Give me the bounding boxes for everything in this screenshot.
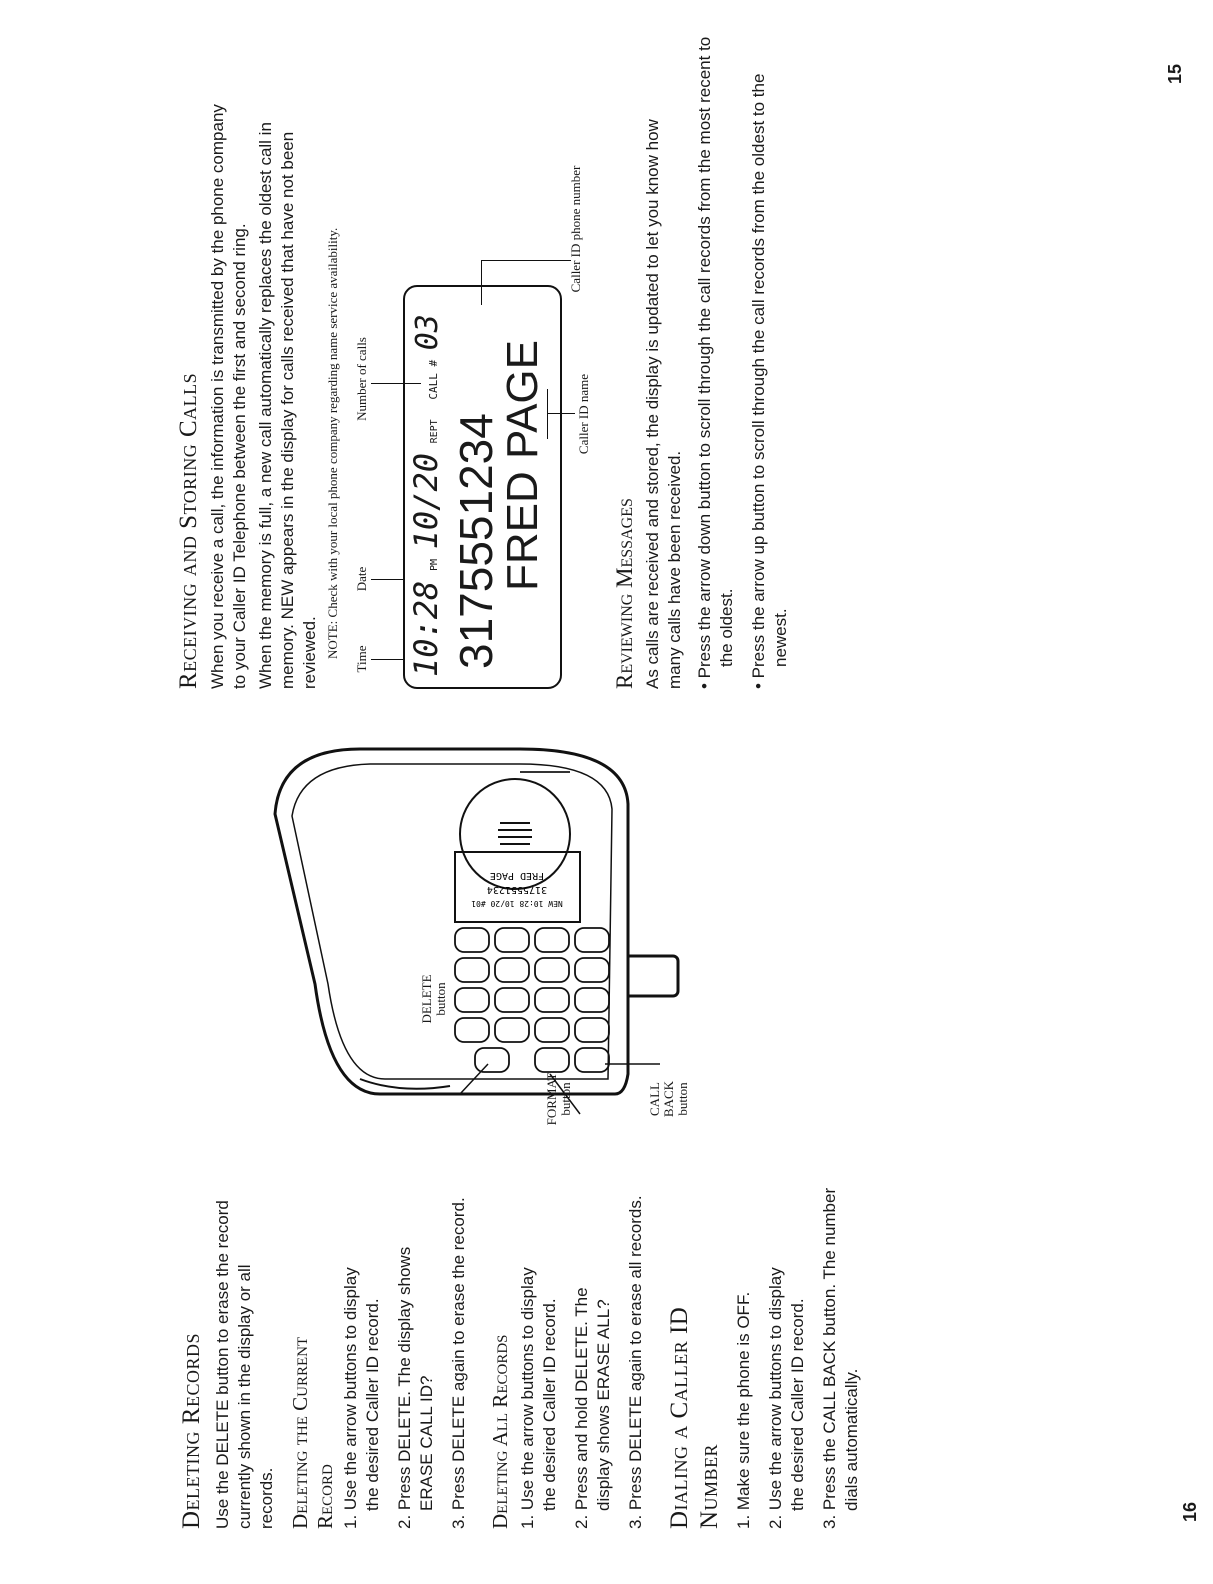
dial-step-1: 1. Make sure the phone is OFF. [734,1291,753,1529]
deleting-records-title: Deleting Records [178,1333,205,1529]
reviewing-title: Reviewing Messages [612,498,637,689]
call-back-key [574,1047,610,1073]
mini-display [454,851,581,923]
left-page-number: 16 [1180,1501,1200,1522]
lcd-time: 10:28 [407,580,445,677]
dial-step-3: 3. Press the CALL BACK button. The numbe… [820,1187,861,1529]
right-column: Receiving and Storing Calls When you rec… [175,69,341,689]
keypad [454,927,610,1073]
current-record-heading: Deleting the Current Record [288,1336,337,1529]
fold-mark [520,771,570,773]
lcd-count: 03 [410,314,445,351]
lcd-name: FRED PAGE [498,339,547,591]
current-step-2: 2. Press DELETE. The display shows ERASE… [395,1246,436,1529]
delete-key [474,1047,510,1073]
lcd-number: 3175551234 [450,413,502,669]
earpiece [459,778,571,890]
dial-step-2: 2. Use the arrow buttons to display the … [766,1267,807,1529]
label-caller-id-number: Caller ID phone number [568,165,583,293]
lcd-call: CALL # [427,359,440,400]
all-step-2: 2. Press and hold DELETE. The display sh… [572,1287,613,1529]
format-label: FORMAT button [544,1072,573,1126]
mini-display-line-3: FRED PAGE [490,870,544,881]
reviewing-para: As calls are received and stored, the di… [643,119,684,689]
lcd-pm: PM [429,558,440,572]
receiving-para-2: When the memory is full, a new call auto… [256,122,319,689]
call-back-label: CALL BACK button [647,1080,690,1118]
display-diagram: Time Date Number of calls 10:28 PM 10/20… [354,109,591,689]
mini-display-line-2: 3175551234 [487,884,547,895]
all-step-3: 3. Press DELETE again to erase all recor… [626,1195,645,1529]
all-step-1: 1. Use the arrow buttons to display the … [518,1267,559,1529]
current-step-3: 3. Press DELETE again to erase the recor… [449,1197,468,1529]
deleting-records-intro: Use the DELETE button to erase the recor… [213,1200,276,1529]
receiving-title: Receiving and Storing Calls [175,372,202,689]
label-time: Time [354,645,369,673]
delete-label: DELETE button [419,974,448,1024]
lcd-date: 10/20 [407,453,445,550]
format-key [534,1047,570,1073]
mini-display-line-1: NEW 10:28 10/20 #01 [471,899,563,908]
all-records-heading: Deleting All Records [488,1334,512,1530]
receiving-note: NOTE: Check with your local phone compan… [325,227,340,659]
current-step-1: 1. Use the arrow buttons to display the … [341,1267,382,1529]
reviewing-bullet-1: • Press the arrow down button to scroll … [695,36,736,689]
left-column: Deleting Records Use the DELETE button t… [178,1139,863,1529]
label-number-of-calls: Number of calls [354,337,369,421]
label-caller-id-name: Caller ID name [576,373,591,455]
right-page-number: 15 [1165,63,1185,84]
reviewing-bullet-2: • Press the arrow up button to scroll th… [749,73,790,689]
receiving-para-1: When you receive a call, the information… [208,104,249,689]
phone-body [273,747,630,1096]
lcd-rept: REPT [429,419,440,444]
speaker-icon [498,822,532,845]
phone-illustration: NEW 10:28 10/20 #01 3175551234 FRED PAGE [273,747,680,1115]
dialing-heading: Dialing a Caller ID Number [666,1306,723,1529]
label-date: Date [354,566,369,592]
reviewing-section: Reviewing Messages As calls are received… [612,37,792,689]
lcd-top-row: 10:28 PM 10/20 REPT CALL # 03 [407,287,445,677]
